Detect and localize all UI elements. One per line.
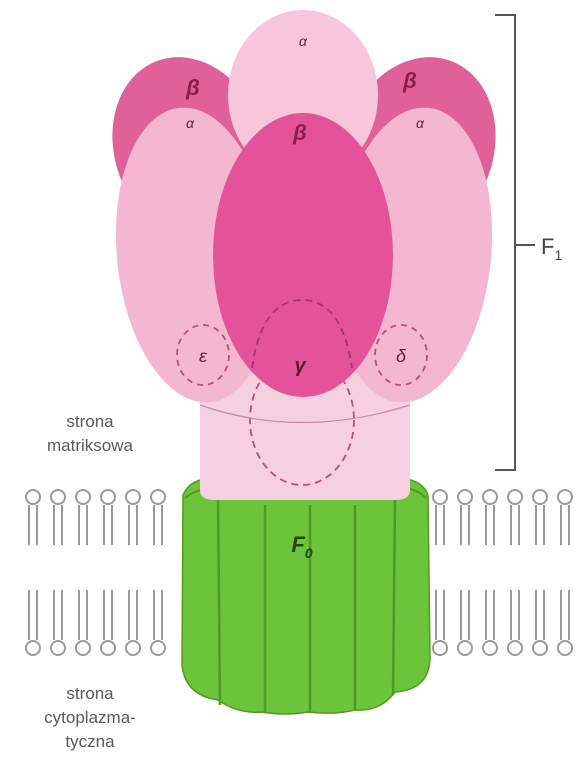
label-beta-front: β — [292, 120, 307, 145]
cyto-side-line2: cytoplazma- — [10, 706, 170, 730]
lipid-heads-bottom-right — [433, 641, 572, 655]
f0-subunit — [182, 478, 430, 714]
label-beta-left: β — [185, 75, 200, 100]
label-epsilon: ε — [199, 346, 208, 366]
lipid-heads-top-right — [433, 490, 572, 504]
lipid-tails-bottom-left — [29, 590, 162, 640]
membrane-left — [26, 490, 165, 655]
lipid-tails-top-right — [436, 505, 569, 545]
f1-bracket — [495, 15, 535, 470]
matrix-side-label: strona matriksowa — [10, 410, 170, 458]
label-alpha-right: α — [416, 115, 425, 131]
label-alpha-top: α — [299, 33, 308, 49]
cyto-side-line3: tyczna — [10, 730, 170, 754]
lipid-heads-bottom-left — [26, 641, 165, 655]
matrix-side-line2: matriksowa — [10, 434, 170, 458]
lipid-tails-top-left — [29, 505, 162, 545]
label-alpha-left: α — [186, 115, 195, 131]
label-beta-right: β — [402, 68, 417, 93]
label-f1: F1 — [541, 234, 562, 263]
lipid-tails-bottom-right — [436, 590, 569, 640]
membrane-right — [433, 490, 572, 655]
matrix-side-line1: strona — [10, 410, 170, 434]
label-gamma: γ — [294, 355, 307, 377]
cytoplasmic-side-label: strona cytoplazma- tyczna — [10, 682, 170, 754]
label-delta: δ — [396, 346, 407, 366]
cyto-side-line1: strona — [10, 682, 170, 706]
lipid-heads-top-left — [26, 490, 165, 504]
